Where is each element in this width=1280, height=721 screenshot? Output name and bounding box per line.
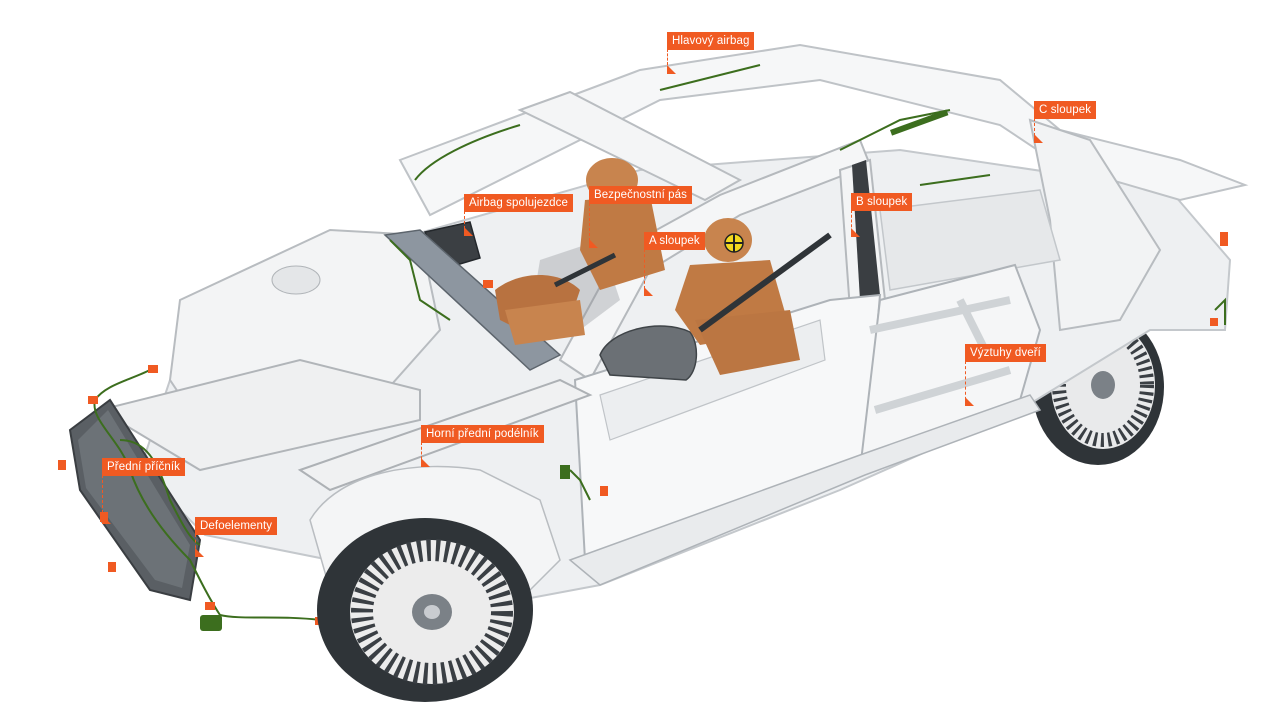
callout-pointer	[965, 397, 974, 406]
callout-pointer	[464, 227, 473, 236]
callout-pointer	[644, 287, 653, 296]
callout-pointer	[421, 458, 430, 467]
callout-predni-pricnik[interactable]: Přední příčník	[102, 457, 185, 524]
callout-vyztuhy-dveri[interactable]: Výztuhy dveří	[965, 343, 1046, 406]
callout-label: A sloupek	[644, 232, 705, 250]
callout-label: Hlavový airbag	[667, 32, 755, 50]
callout-pointer	[1034, 134, 1043, 143]
front-near-wheel	[317, 518, 533, 702]
callout-airbag-spolujezdce[interactable]: Airbag spolujezdce	[464, 193, 573, 236]
callout-label: Airbag spolujezdce	[464, 194, 573, 212]
callout-pointer	[667, 65, 676, 74]
callout-c-sloupek[interactable]: C sloupek	[1034, 100, 1097, 143]
body-in-white	[68, 43, 1249, 602]
callout-bezpecnostni-pas[interactable]: Bezpečnostní pás	[589, 185, 693, 248]
callout-pointer	[851, 228, 860, 237]
callout-pointer	[102, 515, 111, 524]
callout-hlavovy-airbag[interactable]: Hlavový airbag	[667, 31, 755, 74]
green-connectors	[200, 109, 949, 631]
callout-defoelementy[interactable]: Defoelementy	[195, 516, 278, 557]
callout-pointer	[195, 548, 204, 557]
callout-label: Horní přední podélník	[421, 425, 544, 443]
callout-label: Bezpečnostní pás	[589, 186, 693, 204]
callout-label: Přední příčník	[102, 458, 185, 476]
callout-label: B sloupek	[851, 193, 913, 211]
callout-pointer	[589, 239, 598, 248]
crash-test-dummies	[495, 158, 832, 375]
callout-label: C sloupek	[1034, 101, 1097, 119]
callout-label: Výztuhy dveří	[965, 344, 1046, 362]
callout-label: Defoelementy	[195, 517, 278, 535]
callout-a-sloupek[interactable]: A sloupek	[644, 231, 705, 296]
callout-horni-predni-podelnik[interactable]: Horní přední podélník	[421, 424, 544, 467]
callout-b-sloupek[interactable]: B sloupek	[851, 192, 913, 237]
